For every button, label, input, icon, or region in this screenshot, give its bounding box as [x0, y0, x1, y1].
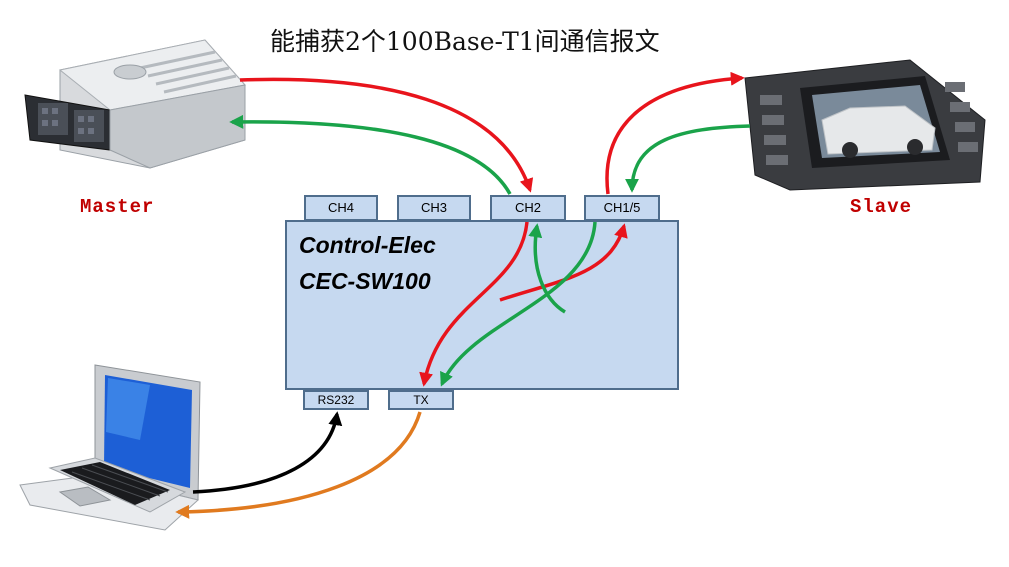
port-ch4: CH4	[304, 195, 378, 221]
port-ch1-5: CH1/5	[584, 195, 660, 221]
port-ch3: CH3	[397, 195, 471, 221]
arrow-tx-to-laptop	[175, 411, 422, 519]
arrow-ch2-to-ch15-red	[499, 223, 628, 302]
arrow-ch15-to-tx-green	[440, 221, 597, 387]
arrow-master-to-ch2	[239, 77, 534, 193]
arrow-ch15-to-ch2-green	[528, 223, 566, 314]
device-brand: Control-Elec	[299, 232, 436, 258]
diagram-title: 能捕获2个100Base-T1间通信报文	[270, 27, 660, 56]
car-head-unit-icon	[744, 59, 986, 191]
laptop-icon	[19, 364, 201, 531]
arrow-laptop-to-rs232	[192, 411, 343, 494]
arrow-ch2-to-tx-red	[419, 221, 529, 387]
arrow-ch15-to-slave	[605, 71, 745, 195]
device-model: CEC-SW100	[299, 268, 431, 294]
port-ch2: CH2	[490, 195, 566, 221]
arrow-slave-to-ch15	[625, 124, 751, 193]
arrow-ch2-to-master	[229, 114, 512, 195]
slave-label: Slave	[850, 196, 913, 218]
port-rs232: RS232	[303, 390, 369, 410]
ecu-module-icon	[24, 39, 246, 169]
port-tx: TX	[388, 390, 454, 410]
master-label: Master	[80, 196, 155, 218]
